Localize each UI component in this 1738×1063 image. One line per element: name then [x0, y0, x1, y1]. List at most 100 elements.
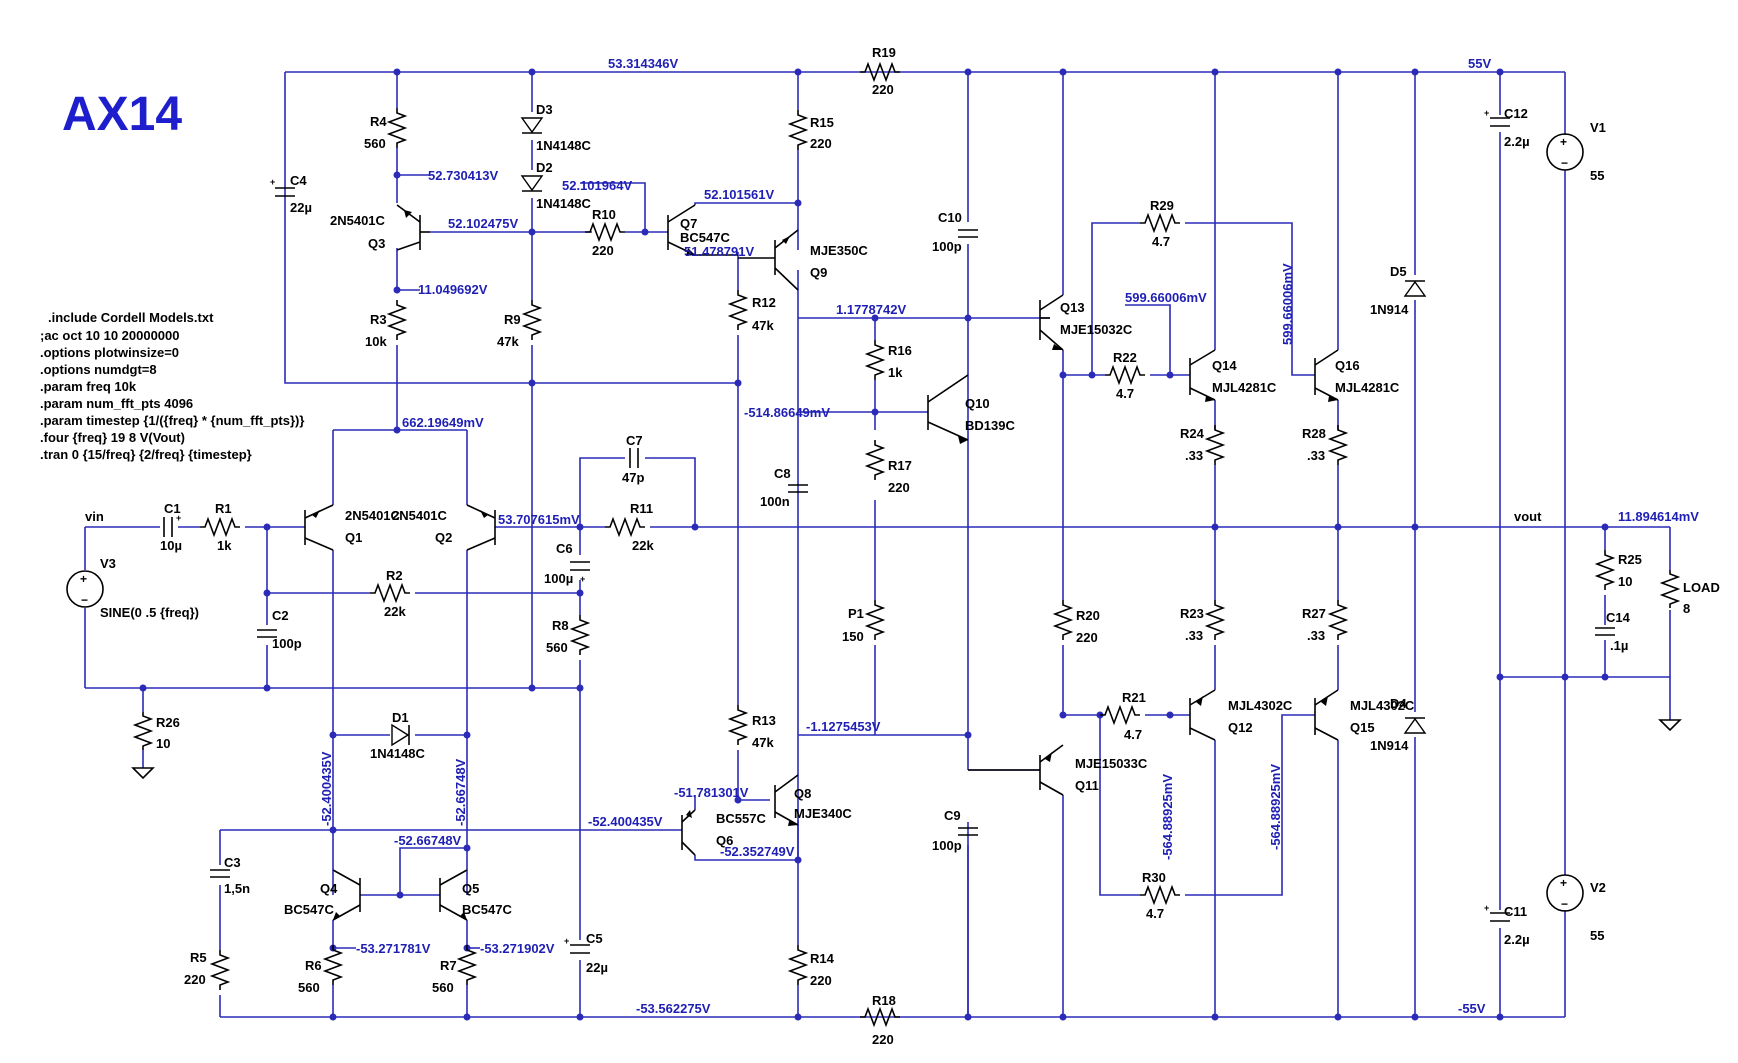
r3-name: R3: [370, 312, 387, 327]
q4-symbol: [332, 869, 361, 921]
r4-value: 560: [364, 136, 386, 151]
voltage-q11-base: -1.1275453V: [806, 719, 881, 734]
q5-model: BC547C: [462, 902, 512, 917]
q15-model: MJL4302C: [1350, 698, 1415, 713]
svg-text:−: −: [1561, 156, 1568, 170]
c3-name: C3: [224, 855, 241, 870]
d2-value: 1N4148C: [536, 196, 592, 211]
d5-value: 1N914: [1370, 302, 1409, 317]
svg-text:+: +: [1484, 903, 1489, 913]
r4-name: R4: [370, 114, 387, 129]
d3-value: 1N4148C: [536, 138, 592, 153]
q2-symbol: [466, 504, 496, 551]
r19-name: R19: [872, 45, 896, 60]
directive-line: .options numdgt=8: [40, 362, 157, 377]
r24-name: R24: [1180, 426, 1205, 441]
r1-symbol: [200, 516, 240, 538]
c10-symbol: [958, 229, 978, 238]
load-symbol: [1659, 570, 1681, 608]
c10-value: 100p: [932, 239, 962, 254]
r24-value: .33: [1185, 448, 1203, 463]
d5-name: D5: [1390, 264, 1407, 279]
r5-name: R5: [190, 950, 207, 965]
r22-name: R22: [1113, 350, 1137, 365]
r14-name: R14: [810, 951, 835, 966]
q11-name: Q11: [1075, 778, 1099, 793]
r30-value: 4.7: [1146, 906, 1164, 921]
r4-symbol: [386, 108, 408, 148]
c11-value: 2.2µ: [1504, 932, 1530, 947]
q14-name: Q14: [1212, 358, 1237, 373]
r10-name: R10: [592, 207, 616, 222]
r26-symbol: [132, 712, 154, 750]
r27-value: .33: [1307, 628, 1325, 643]
d2-symbol: [520, 175, 544, 192]
r11-name: R11: [630, 501, 653, 516]
voltage-q15-base: -564.88925mV: [1268, 764, 1283, 850]
directive-line: .four {freq} 19 8 V(Vout): [40, 430, 185, 445]
directive-line: .options plotwinsize=0: [40, 345, 179, 360]
voltage-q12-base: -564.88925mV: [1160, 774, 1175, 860]
r6-value: 560: [298, 980, 320, 995]
r26-name: R26: [156, 715, 180, 730]
p1-name: P1: [848, 606, 864, 621]
voltage-sources: + − + − + −: [66, 133, 1584, 912]
r1-name: R1: [215, 501, 232, 516]
r12-name: R12: [752, 295, 776, 310]
c7-name: C7: [626, 433, 643, 448]
svg-text:+: +: [176, 513, 181, 523]
r12-value: 47k: [752, 318, 774, 333]
r15-name: R15: [810, 115, 834, 130]
r30-symbol: [1140, 884, 1180, 906]
r21-value: 4.7: [1124, 727, 1142, 742]
q7-name: Q7: [680, 216, 697, 231]
r15-value: 220: [810, 136, 832, 151]
r13-value: 47k: [752, 735, 774, 750]
q6-symbol: [681, 809, 696, 856]
d4-symbol: [1403, 717, 1427, 734]
r17-value: 220: [888, 480, 910, 495]
q3-model: 2N5401C: [330, 213, 386, 228]
c8-value: 100n: [760, 494, 790, 509]
directive-line: .param freq 10k: [40, 379, 137, 394]
r20-symbol: [1052, 600, 1074, 640]
c6-name: C6: [556, 541, 573, 556]
svg-text:−: −: [1561, 897, 1568, 911]
net-vout: vout: [1514, 509, 1542, 524]
q5-name: Q5: [462, 881, 479, 896]
q8-name: Q8: [794, 786, 811, 801]
c11-symbol: +: [1484, 903, 1510, 922]
c10-name: C10: [938, 210, 962, 225]
r23-symbol: [1204, 600, 1226, 640]
svg-text:+: +: [80, 572, 87, 586]
voltage-q13-base: 1.1778742V: [836, 302, 906, 317]
r7-name: R7: [440, 958, 457, 973]
svg-text:+: +: [1560, 135, 1567, 149]
r5-value: 220: [184, 972, 206, 987]
voltage-q14-base: 599.66006mV: [1125, 290, 1207, 305]
r25-value: 10: [1618, 574, 1632, 589]
voltage-q5-collector: -52.66748V: [453, 758, 468, 826]
c6-value: 100µ: [544, 571, 573, 586]
net-neg-rail: -55V: [1458, 1001, 1486, 1016]
svg-text:−: −: [81, 593, 88, 607]
schematic-title: AX14: [62, 88, 182, 141]
directive-line: .param num_fft_pts 4096: [40, 396, 193, 411]
voltage-q5-emitter: -53.271902V: [480, 941, 555, 956]
r7-value: 560: [432, 980, 454, 995]
c2-symbol: [257, 629, 277, 638]
q15-symbol: [1314, 689, 1339, 741]
voltage-q2-base: 53.707615mV: [498, 512, 580, 527]
r24-symbol: [1204, 425, 1226, 465]
r22-symbol: [1105, 364, 1145, 386]
voltage-top-rail: 53.314346V: [608, 56, 678, 71]
q6-model: BC557C: [716, 811, 766, 826]
transistor-symbols: [304, 204, 1339, 921]
r2-symbol: [370, 582, 410, 604]
d3-symbol: [520, 117, 544, 134]
r25-symbol: [1594, 550, 1616, 590]
r30-name: R30: [1142, 870, 1166, 885]
q3-name: Q3: [368, 236, 385, 251]
r23-name: R23: [1180, 606, 1204, 621]
